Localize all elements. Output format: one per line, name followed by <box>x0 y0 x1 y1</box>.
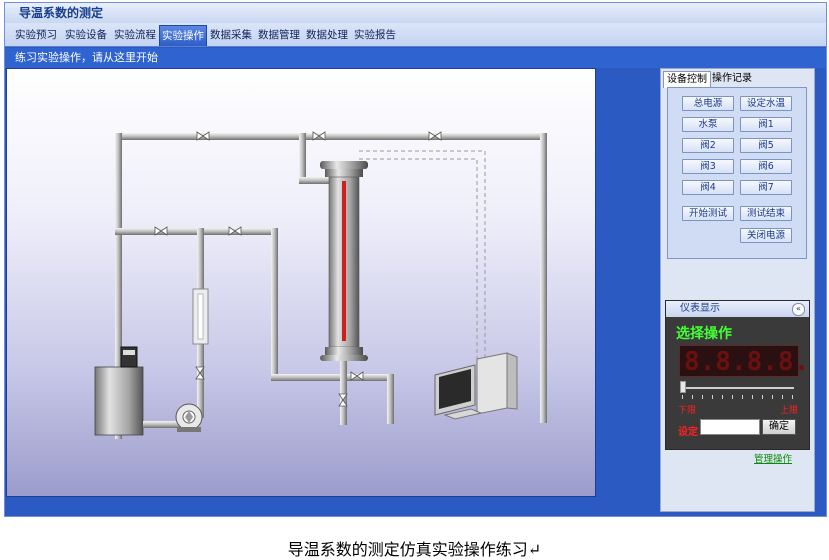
column-top-cap <box>325 169 363 177</box>
valve-4[interactable] <box>195 366 205 380</box>
set-water-temp-button[interactable]: 设定水温 <box>740 96 792 111</box>
valve-7[interactable] <box>350 371 364 381</box>
instrument-display: 仪表显示 « 选择操作 8.8.8.8. 下限 上限 设定 确定 <box>665 300 810 450</box>
device-control-panel: 总电源 设定水温 水泵 阀1 阀2 阀5 阀3 阀6 阀4 阀7 开始测试 测试… <box>667 87 807 259</box>
led-digits: 8.8.8.8. <box>684 347 810 377</box>
simulation-canvas <box>6 68 596 497</box>
water-tank <box>94 366 144 436</box>
end-test-button[interactable]: 测试结束 <box>740 206 792 221</box>
flowmeter-glass <box>197 293 204 340</box>
limit-slider-track[interactable] <box>682 387 794 389</box>
limit-slider-thumb[interactable] <box>680 381 686 393</box>
column-bottom-flange <box>320 355 368 361</box>
set-value-input[interactable] <box>700 419 760 435</box>
subtab-operation-log[interactable]: 操作记录 <box>712 73 752 84</box>
valves <box>154 131 442 407</box>
subtab-device-control[interactable]: 设备控制 <box>663 71 711 88</box>
valve-5[interactable] <box>428 131 442 141</box>
valve3-button[interactable]: 阀3 <box>682 159 734 174</box>
valve5-button[interactable]: 阀5 <box>740 138 792 153</box>
pipe-drain-right <box>387 374 394 424</box>
power-off-button[interactable]: 关闭电源 <box>740 228 792 243</box>
slider-ticks <box>682 395 794 399</box>
pipe-column-in <box>299 133 306 183</box>
led-display: 8.8.8.8. <box>679 345 809 377</box>
tab-data-process[interactable]: 数据处理 <box>306 29 348 41</box>
main-tab-bar: 实验预习 实验设备 实验流程 实验操作 数据采集 数据管理 数据处理 实验报告 <box>5 23 826 47</box>
pump-button[interactable]: 水泵 <box>682 117 734 132</box>
column-top-flange <box>320 161 368 169</box>
tab-equipment[interactable]: 实验设备 <box>65 29 107 41</box>
pipe-middle <box>115 228 275 235</box>
total-power-button[interactable]: 总电源 <box>682 96 734 111</box>
tab-operation[interactable]: 实验操作 <box>159 25 207 46</box>
instrument-title: 仪表显示 <box>680 303 720 314</box>
apparatus-diagram <box>94 131 547 439</box>
column-bottom-cap <box>325 347 363 355</box>
pipe-left <box>115 133 122 439</box>
valve-6[interactable] <box>228 226 242 236</box>
pipe-bottom <box>271 374 391 381</box>
pipe-column-out <box>340 357 347 425</box>
tab-report[interactable]: 实验报告 <box>354 29 396 41</box>
pipe-tank-pump <box>143 421 183 428</box>
valve6-button[interactable]: 阀6 <box>740 159 792 174</box>
pump-icon <box>175 403 203 432</box>
computer-icon <box>434 352 518 420</box>
pipe-top <box>115 133 545 140</box>
valve2-button[interactable]: 阀2 <box>682 138 734 153</box>
valve-1[interactable] <box>196 131 210 141</box>
high-limit-label: 上限 <box>780 406 799 416</box>
tank-controller-screen <box>123 350 135 355</box>
valve1-button[interactable]: 阀1 <box>740 117 792 132</box>
select-operation-title: 选择操作 <box>676 326 732 342</box>
column-heater-rod <box>342 181 346 341</box>
signal-wires <box>359 150 486 369</box>
instruction-bar: 练习实验操作，请从这里开始 <box>5 48 826 68</box>
tab-preview[interactable]: 实验预习 <box>15 29 57 41</box>
pipe-column-in-h <box>299 177 329 184</box>
valve7-button[interactable]: 阀7 <box>740 180 792 195</box>
app-title: 导温系数的测定 <box>5 3 826 23</box>
valve-3[interactable] <box>154 226 168 236</box>
tab-data-collect[interactable]: 数据采集 <box>210 29 252 41</box>
collapse-icon[interactable]: « <box>792 303 805 316</box>
start-test-button[interactable]: 开始测试 <box>682 206 734 221</box>
confirm-button[interactable]: 确定 <box>762 419 796 435</box>
pipe-middle-down <box>271 228 278 378</box>
low-limit-label: 下限 <box>678 406 697 416</box>
set-label: 设定 <box>678 427 698 438</box>
figure-caption: 导温系数的测定仿真实验操作练习↵ <box>287 540 542 559</box>
valve-2[interactable] <box>312 131 326 141</box>
valve4-button[interactable]: 阀4 <box>682 180 734 195</box>
manage-operation-link[interactable]: 管理操作 <box>754 454 793 465</box>
instrument-header: 仪表显示 « <box>666 301 809 317</box>
valve-drain[interactable] <box>338 393 348 407</box>
pipe-right <box>540 133 547 423</box>
tab-process[interactable]: 实验流程 <box>114 29 156 41</box>
tab-data-manage[interactable]: 数据管理 <box>258 29 300 41</box>
